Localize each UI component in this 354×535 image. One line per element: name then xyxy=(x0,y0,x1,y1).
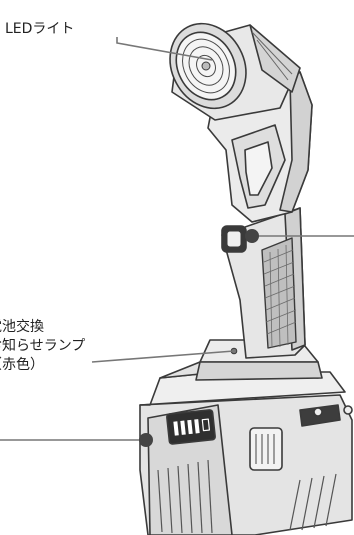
label-battery-line1: 電池交換 xyxy=(0,319,44,335)
leader-lines xyxy=(0,37,354,441)
label-battery-indicator: 電池交換 お知らせランプ （赤色） xyxy=(0,318,85,375)
leader-line-battery-led xyxy=(91,350,235,363)
leader-line-led xyxy=(116,37,213,61)
leader-dots xyxy=(139,229,259,447)
label-battery-line3: （赤色） xyxy=(0,357,44,373)
leader-dot-switch xyxy=(245,229,259,243)
label-led-light: LEDライト xyxy=(5,21,75,37)
led-emitter xyxy=(201,61,211,71)
grip-mesh xyxy=(261,237,297,349)
handle-grip xyxy=(221,207,306,359)
battery-pack xyxy=(139,371,353,535)
charge-bars xyxy=(173,418,211,436)
leader-dot-charge-panel xyxy=(139,433,153,447)
light-head xyxy=(169,22,313,223)
battery-release-button xyxy=(249,427,283,471)
battery-grip-ribs xyxy=(157,459,213,534)
label-battery-line2: お知らせランプ xyxy=(0,338,86,354)
